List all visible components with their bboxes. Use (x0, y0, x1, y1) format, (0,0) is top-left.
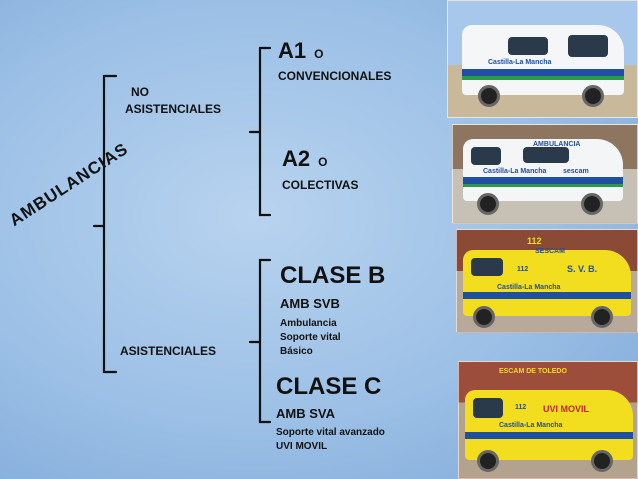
van-top-number: 112 (527, 236, 542, 246)
no-asistenciales-line1: NO (125, 84, 221, 101)
wheel (581, 193, 603, 215)
ambulance-photo-clase-b: 112 112 S. V. B. SESCAM Castilla-La Manc… (456, 229, 638, 333)
a2-code: A2 (282, 146, 310, 171)
van-caption: Castilla-La Mancha (488, 59, 551, 66)
clase-c-desc2: UVI MOVIL (276, 440, 385, 454)
green-stripe (463, 184, 623, 187)
clase-b-desc1: Ambulancia (280, 317, 385, 331)
blue-stripe (463, 177, 623, 184)
side-window (523, 147, 569, 163)
wheel (477, 450, 499, 472)
clase-b-block: CLASE B AMB SVB Ambulancia Soporte vital… (280, 262, 385, 359)
a1-connector: O (314, 47, 323, 61)
van-caption: Castilla-La Mancha (497, 284, 560, 291)
no-asistenciales-line2: ASISTENCIALES (125, 101, 221, 118)
wheel (591, 306, 613, 328)
a2-connector: O (318, 155, 327, 169)
a1-block: A1 O CONVENCIONALES (278, 38, 391, 85)
blue-stripe (463, 292, 631, 299)
windshield (568, 35, 608, 57)
wheel (478, 85, 500, 107)
side-window (508, 37, 548, 55)
wheel (473, 306, 495, 328)
a2-block: A2 O COLECTIVAS (282, 146, 358, 194)
van-badge: 112 (515, 404, 526, 411)
wheel (591, 450, 613, 472)
clase-b-desc2: Soporte vital (280, 331, 385, 345)
clase-c-block: CLASE C AMB SVA Soporte vital avanzado U… (276, 373, 385, 454)
clase-b-desc3: Básico (280, 345, 385, 359)
wheel (582, 85, 604, 107)
ambulance-photo-clase-c: ESCAM DE TOLEDO 112 UVI MOVIL Castilla-L… (458, 361, 638, 479)
ambulance-photo-a1: Castilla-La Mancha (447, 0, 638, 118)
green-stripe (462, 76, 624, 80)
asistenciales-label: ASISTENCIALES (120, 343, 216, 360)
van-caption: Castilla-La Mancha (499, 422, 562, 429)
wheel (477, 193, 499, 215)
van-uvi-text: UVI MOVIL (543, 404, 589, 414)
van-top-text: ESCAM DE TOLEDO (499, 368, 567, 375)
a1-name: CONVENCIONALES (278, 68, 391, 85)
windshield (473, 398, 503, 418)
clase-b-heading: CLASE B (280, 262, 385, 290)
windshield (471, 258, 503, 276)
clase-c-desc1: Soporte vital avanzado (276, 426, 385, 440)
van-top-text: AMBULANCIA (533, 141, 580, 148)
van-svb-text: S. V. B. (567, 264, 597, 274)
no-asistenciales-label: NO ASISTENCIALES (125, 84, 221, 118)
clase-b-sub: AMB SVB (280, 296, 385, 311)
a2-name: COLECTIVAS (282, 177, 358, 194)
windshield (471, 147, 501, 165)
van-badge: 112 (517, 266, 528, 273)
blue-stripe (465, 432, 633, 439)
van-side-text: sescam (563, 168, 589, 175)
clase-c-sub: AMB SVA (276, 406, 385, 421)
van-side-text: SESCAM (535, 248, 565, 255)
clase-c-heading: CLASE C (276, 373, 385, 401)
ambulance-photo-a2: AMBULANCIA sescam Castilla-La Mancha (452, 124, 638, 224)
blue-stripe (462, 69, 624, 76)
a1-code: A1 (278, 38, 306, 63)
van-caption: Castilla-La Mancha (483, 168, 546, 175)
